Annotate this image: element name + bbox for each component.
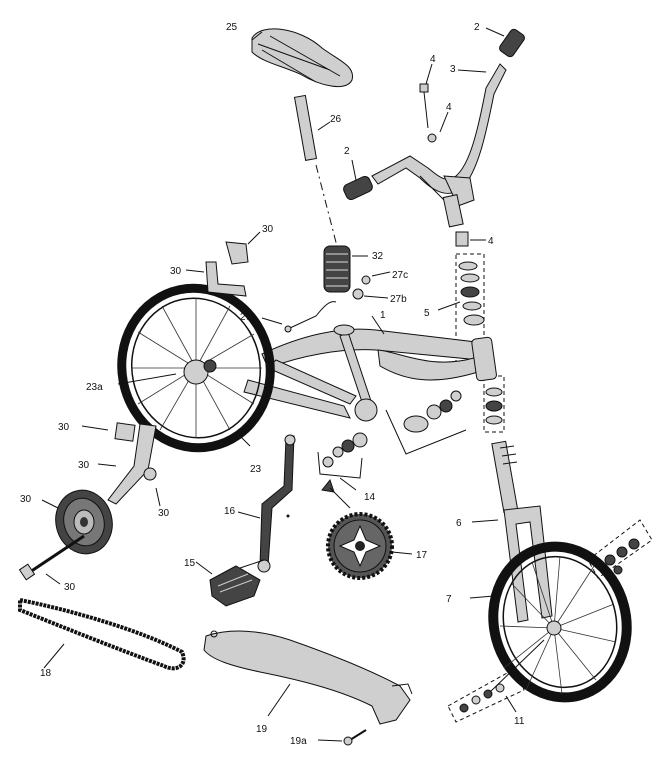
stem-part bbox=[442, 175, 475, 228]
front-axle-kit bbox=[447, 639, 545, 723]
label-17-sprocket: 17 bbox=[416, 550, 428, 561]
frame-part bbox=[243, 324, 497, 422]
nut-27c bbox=[361, 275, 371, 285]
label-30-left-mid: 30 bbox=[78, 460, 90, 471]
stem-bolt-top bbox=[419, 83, 429, 129]
stem-washer bbox=[427, 133, 437, 143]
label-2-grip-left: 2 bbox=[344, 146, 350, 157]
bottom-bracket-parts bbox=[322, 390, 462, 468]
headset-lower-stack bbox=[483, 375, 505, 433]
bracket-group-line-upper bbox=[385, 409, 467, 455]
label-4-top: 4 bbox=[430, 54, 436, 65]
chain-guard-part bbox=[203, 630, 413, 725]
centerline-seatpost bbox=[315, 164, 339, 251]
bolt-27a bbox=[284, 301, 337, 333]
label-16-crank: 16 bbox=[224, 506, 236, 517]
bracket-group-line-lower bbox=[317, 451, 363, 479]
label-30-left-top: 30 bbox=[58, 422, 70, 433]
bracket-30-left bbox=[107, 422, 157, 505]
label-14-bracket: 14 bbox=[364, 492, 376, 503]
bracket-30-top bbox=[205, 241, 249, 297]
axle-bolt-part bbox=[18, 534, 85, 581]
label-4-mid: 4 bbox=[446, 102, 452, 113]
label-23a: 23a bbox=[86, 382, 103, 393]
label-19a-screw: 19a bbox=[290, 736, 307, 747]
label-3-handlebar: 3 bbox=[450, 64, 456, 75]
handlebar-part bbox=[371, 63, 507, 211]
label-2-grip-right: 2 bbox=[474, 22, 480, 33]
stem-bolt-lower bbox=[455, 231, 469, 247]
label-18-chain: 18 bbox=[40, 668, 52, 679]
crank-part bbox=[257, 434, 296, 573]
front-hub-kit-upper bbox=[587, 519, 653, 579]
label-27b: 27b bbox=[390, 294, 407, 305]
label-30-training-wheel: 30 bbox=[20, 494, 32, 505]
label-27c: 27c bbox=[392, 270, 408, 281]
pedal-part bbox=[209, 559, 265, 607]
seat-post-part bbox=[293, 94, 331, 161]
sprocket-part bbox=[326, 512, 394, 580]
spring-part bbox=[323, 245, 368, 293]
label-30-bracket-top: 30 bbox=[262, 224, 274, 235]
label-30-nut: 30 bbox=[158, 508, 170, 519]
label-15-pedal: 15 bbox=[184, 558, 196, 569]
label-23-rear-wheel: 23 bbox=[250, 464, 262, 475]
label-30-axle-bolt: 30 bbox=[64, 582, 76, 593]
label-19-chain-guard: 19 bbox=[256, 724, 268, 735]
headset-bearing-stack bbox=[455, 253, 485, 373]
label-1-frame: 1 bbox=[380, 310, 386, 321]
grip-right bbox=[499, 28, 525, 58]
label-26-seatpost: 26 bbox=[330, 114, 342, 125]
chain-part bbox=[18, 597, 186, 671]
grip-left bbox=[343, 175, 373, 201]
label-7-front-wheel: 7 bbox=[446, 594, 452, 605]
label-27a: 27a bbox=[240, 312, 257, 323]
label-4-stem-bolt: 4 bbox=[488, 236, 494, 247]
training-wheel-part bbox=[55, 489, 113, 555]
washer-27b bbox=[352, 288, 364, 300]
label-30-bracket-side: 30 bbox=[170, 266, 182, 277]
label-11-axle-kit: 11 bbox=[514, 716, 525, 727]
label-32-spring: 32 bbox=[372, 251, 384, 262]
front-wheel-part bbox=[488, 541, 632, 703]
label-5-headset: 5 bbox=[424, 308, 430, 319]
seat-part bbox=[251, 28, 354, 88]
label-6-fork: 6 bbox=[456, 518, 462, 529]
screw-19a bbox=[343, 729, 367, 746]
label-25-seat: 25 bbox=[226, 22, 238, 33]
leader-25 bbox=[251, 31, 263, 41]
